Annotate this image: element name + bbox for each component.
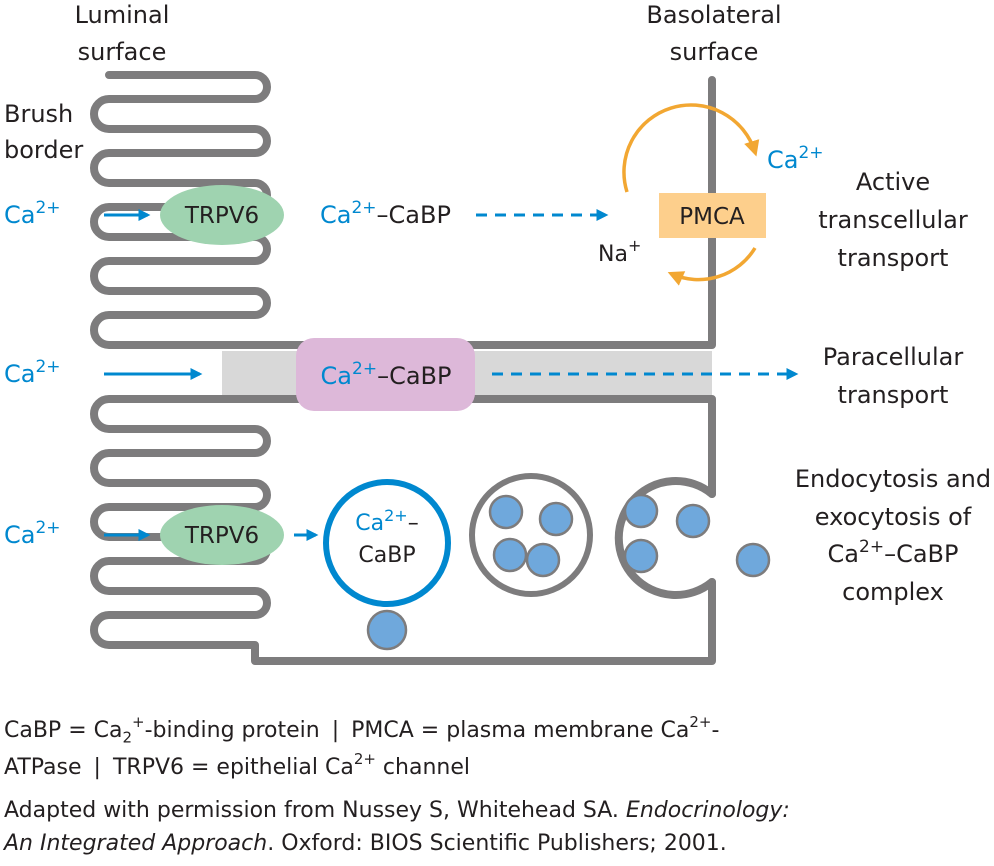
trpv6-definition: TRPV6 = epithelial Ca2+ channel [112,749,470,780]
calcium-ion-label: Ca2+ [4,518,61,549]
ca-cabp-paracellular-box [296,338,475,411]
endocytosis-label-2: exocytosis of [815,503,972,531]
basolateral-label-line2: surface [670,38,759,66]
pmca-definition: PMCA = plasma membrane Ca2+- [351,712,720,743]
upper-cell-membrane [90,71,716,349]
calcium-ion-label: Ca2+ [4,198,61,229]
legend-line-1: CaBP = Ca2+-binding protein | PMCA = plasm… [4,712,720,747]
pmca-label: PMCA [679,204,745,230]
active-transport-label-2: transcellular [818,206,968,234]
ca-cabp-vesicle [323,479,451,607]
endocytosis-label-4: complex [842,578,944,606]
exocytic-vesicle [614,477,716,599]
lower-cell-membrane [90,395,716,665]
released-calcium-ion [735,542,771,578]
vesicle-calcium-ion [492,537,528,573]
vesicle-calcium-ion [488,494,524,530]
cabp-definition: CaBP = Ca2+-binding protein [4,712,320,747]
legend-separator: | [331,718,340,743]
trpv6-channel [160,505,284,565]
basolateral-label-line1: Basolateral [646,1,781,29]
luminal-label-line1: Luminal [75,1,170,29]
paracellular-label-2: transport [838,381,949,409]
calcium-efflux-label: Ca2+ [767,143,824,174]
vesicle-calcium-ion [538,501,574,537]
endocytosis-label-3: Ca2+–CaBP [828,537,959,568]
endocytosis-label-1: Endocytosis and [795,465,991,493]
vesicle-calcium-ion [623,538,659,574]
vesicle-label-line1: Ca2+– [355,506,418,536]
brush-border-label-line2: border [4,136,83,164]
vesicle-calcium-ion [525,542,561,578]
paracellular-label-1: Paracellular [823,343,964,371]
trpv6-label: TRPV6 [184,523,259,549]
vesicle-calcium-ion [623,493,659,529]
trpv6-label: TRPV6 [184,203,259,229]
calcium-ion-label: Ca2+ [4,357,61,388]
pump-arrow-top [622,103,760,193]
calcium-absorption-diagram: Luminal surface Basolateral surface Brus… [4,1,991,665]
brush-border-label-line1: Brush [4,100,73,128]
free-calcium-ion [366,609,408,651]
ca-cabp-complex-label: Ca2+–CaBP [320,198,451,229]
pmca-pump [659,193,766,238]
transport-vesicle [469,473,593,597]
active-transport-label-3: transport [838,244,949,272]
vesicle-label-line2: CaBP [358,543,415,568]
luminal-label-line2: surface [78,38,167,66]
pump-arrow-bottom [667,247,757,286]
legend-line-2: ATPase|TRPV6 = epithelial Ca2+ channel [4,749,470,784]
ca-cabp-complex-label: Ca2+–CaBP [321,359,452,390]
trpv6-channel [160,185,284,245]
active-transport-label-1: Active [856,168,930,196]
legend-separator: | [93,755,101,780]
sodium-ion-label: Na+ [598,236,641,267]
source-credit-line-1: Adapted with permission from Nussey S, W… [4,798,790,823]
vesicle-calcium-ion [675,503,711,539]
source-credit-line-2: An Integrated Approach. Oxford: BIOS Sci… [4,831,727,856]
